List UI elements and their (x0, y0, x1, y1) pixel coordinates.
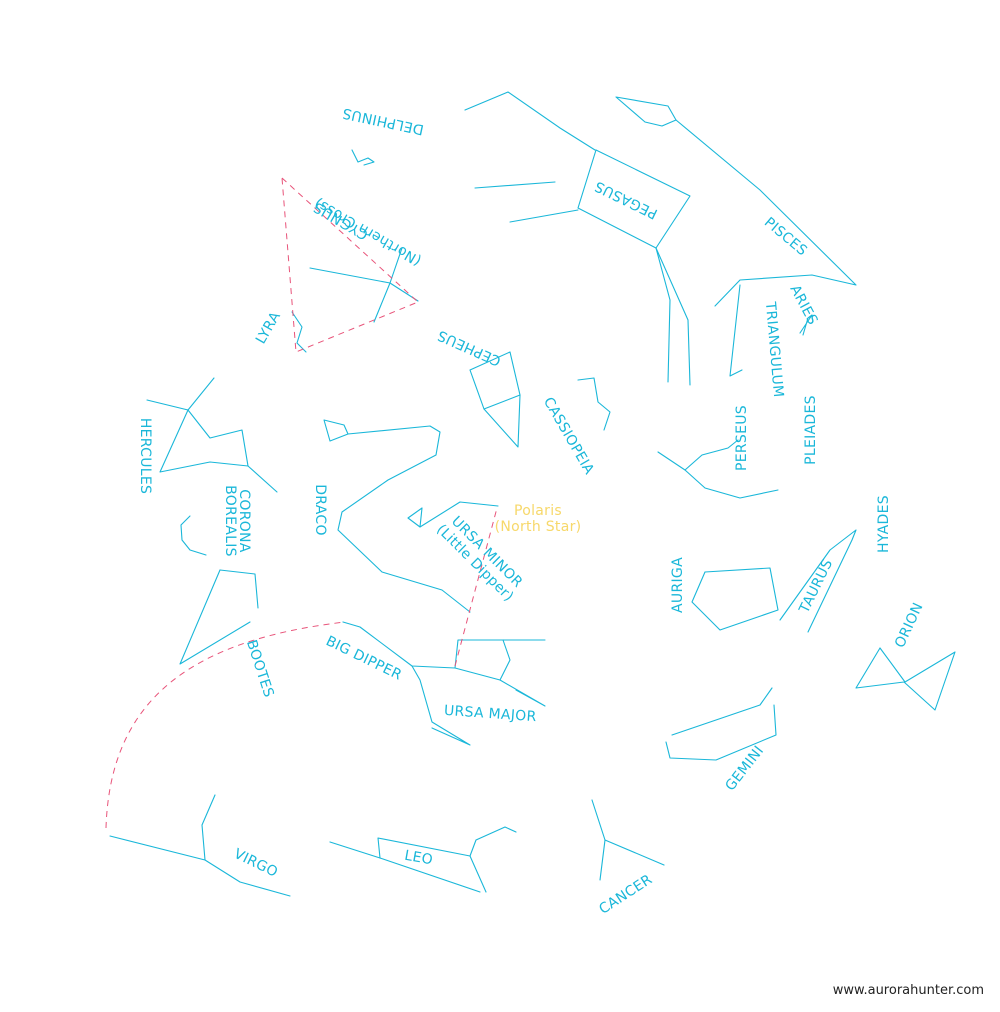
label-corona-borealis-2: BOREALIS (222, 485, 238, 557)
constellation-labels: DELPHINUS PEGASUS PISCES CYGNUS (Norther… (137, 104, 927, 917)
polaris-pointer (454, 507, 498, 667)
ursa-major-lines (342, 621, 546, 746)
cancer-lines (591, 799, 665, 881)
triangulum-lines (729, 284, 743, 377)
hercules-lines (146, 377, 278, 493)
pegasus-lines (464, 91, 691, 386)
label-ursa-major: URSA MAJOR (443, 703, 537, 725)
label-triangulum: TRIANGULUM (762, 300, 786, 398)
label-cygnus-sub: (Northern Cross) (312, 194, 425, 268)
corona-borealis-lines (180, 515, 207, 556)
label-polaris: Polaris (514, 503, 562, 519)
cygnus-lines (309, 247, 419, 323)
taurus-lines (779, 529, 857, 633)
label-corona-borealis: CORONA (236, 489, 252, 553)
label-delphinus: DELPHINUS (341, 104, 425, 137)
constellation-lines (109, 91, 956, 897)
summer-triangle (281, 177, 419, 353)
label-cancer: CANCER (596, 872, 655, 918)
gemini-lines (665, 687, 777, 761)
site-credit: www.aurorahunter.com (832, 983, 984, 998)
label-aries: ARIES (786, 283, 820, 328)
pisces-lines (615, 96, 857, 307)
leo-lines (329, 826, 517, 893)
label-pisces: PISCES (761, 214, 810, 259)
label-pleiades: PLEIADES (803, 395, 819, 465)
label-orion: ORION (892, 600, 927, 650)
virgo-lines (109, 794, 291, 897)
lyra-lines (291, 311, 307, 353)
cepheus-lines (469, 351, 521, 448)
bootes-lines (179, 569, 259, 665)
label-perseus: PERSEUS (734, 405, 750, 471)
label-cepheus: CEPHEUS (435, 327, 503, 369)
label-virgo: VIRGO (231, 846, 280, 881)
label-cassiopeia: CASSIOPEIA (540, 395, 597, 478)
label-polaris-sub: (North Star) (495, 519, 582, 535)
cassiopeia-lines (577, 377, 611, 431)
perseus-lines (657, 439, 779, 499)
draco-lines (323, 419, 471, 613)
arc-to-arcturus (105, 621, 346, 829)
label-hyades: HYADES (876, 495, 892, 553)
label-big-dipper: BIG DIPPER (323, 633, 404, 684)
label-lyra: LYRA (253, 309, 284, 347)
label-draco: DRACO (312, 484, 328, 536)
label-auriga: AURIGA (670, 557, 686, 613)
label-pegasus: PEGASUS (592, 178, 660, 222)
orion-lines (855, 647, 956, 711)
delphinus-lines (351, 149, 375, 166)
pointer-lines (105, 177, 498, 829)
label-leo: LEO (403, 848, 434, 869)
label-gemini: GEMINI (722, 743, 767, 794)
label-bootes: BOOTES (243, 638, 277, 700)
label-hercules: HERCULES (137, 418, 153, 494)
ursa-minor-lines (407, 501, 499, 528)
aries-lines (799, 314, 813, 336)
auriga-lines (691, 567, 779, 631)
